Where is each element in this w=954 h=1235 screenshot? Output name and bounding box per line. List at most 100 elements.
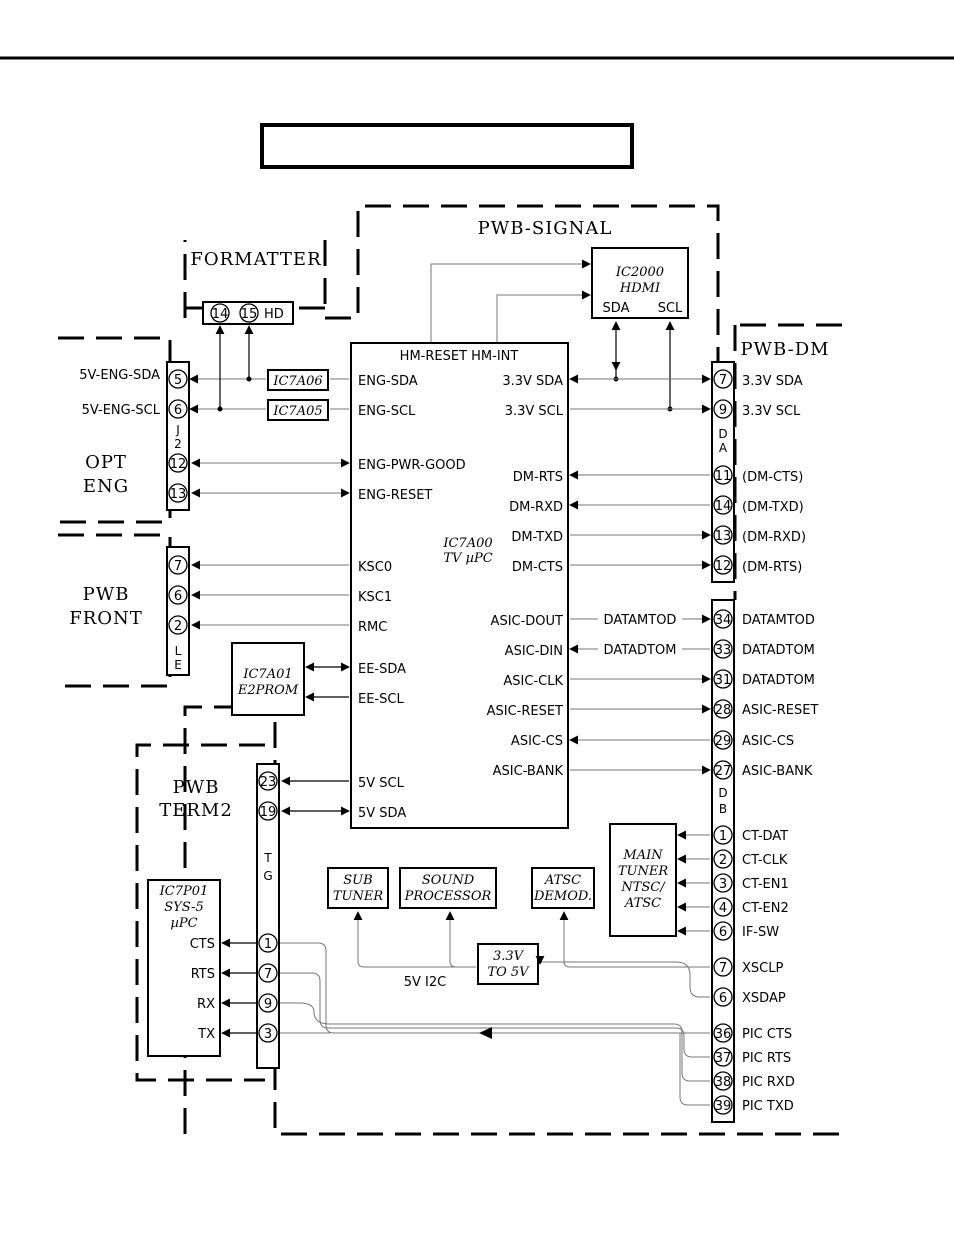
main-pin-dm-txd: DM-TXD [511, 530, 563, 545]
dm-lines [569, 374, 711, 570]
main-tuner-label-3: NTSC/ [620, 880, 666, 895]
db-label-ct-dat: CT-DAT [742, 829, 788, 844]
pwb-front-region [58, 533, 172, 688]
sound-processor-label-2: PROCESSOR [404, 889, 492, 904]
j2-pin-13: 13 [170, 487, 187, 502]
tuner-lines [677, 830, 710, 936]
da-pin-9: 9 [719, 403, 727, 418]
e2prom-label-1: IC7A01 [242, 667, 292, 682]
hdmi-ic-label-1: IC2000 [615, 265, 664, 280]
j2-letter-2: 2 [174, 437, 182, 451]
db-labels: DATAMTOD DATADTOM DATADTOM ASIC-RESET AS… [742, 613, 818, 1114]
da-label-dm-rts: (DM-RTS) [742, 560, 802, 575]
da-letter-d: D [718, 427, 727, 441]
db-pin-34: 34 [715, 613, 732, 628]
main-pin-5v-scl: 5V SCL [358, 776, 405, 791]
db-pin-2: 2 [719, 853, 727, 868]
eng-lines [189, 325, 350, 498]
hd-pin-15-circle [239, 303, 259, 323]
ic7p01-pin-rts: RTS [191, 967, 215, 982]
le-pin-2: 2 [174, 619, 182, 634]
main-pin-asic-din: ASIC-DIN [505, 644, 563, 659]
main-pin-dm-cts: DM-CTS [512, 560, 563, 575]
e2prom-label-2: E2PROM [237, 683, 299, 698]
hd-pin-15: 15 [241, 307, 258, 322]
level-converter-label-1: 3.3V [493, 949, 525, 964]
hd-pin-14-circle [210, 303, 230, 323]
main-ic-label-2: TV µPC [443, 551, 492, 566]
opt-eng-label-2: ENG [83, 476, 129, 497]
tg-pin-23: 23 [260, 775, 277, 790]
db-label-ct-en2: CT-EN2 [742, 901, 789, 916]
main-pin-eng-sda: ENG-SDA [358, 374, 418, 389]
main-tuner-label-2: TUNER [618, 864, 668, 879]
da-pin-7: 7 [719, 373, 727, 388]
main-pin-5v-sda: 5V SDA [358, 806, 406, 821]
sound-processor-label-1: SOUND [422, 873, 475, 888]
ic7a06-box [267, 369, 329, 391]
tg-connector [256, 763, 280, 1069]
da-label-3v3-sda: 3.3V SDA [742, 374, 803, 389]
main-ic-label-1: IC7A00 [442, 536, 492, 551]
db-pin-29: 29 [715, 734, 732, 749]
sub-tuner-box [327, 867, 389, 909]
level-converter-label-2: TO 5V [487, 965, 530, 980]
le-connector [166, 546, 190, 676]
main-pin-asic-cs: ASIC-CS [511, 734, 563, 749]
db-pin-37: 37 [715, 1051, 732, 1066]
db-pin-27: 27 [715, 764, 732, 779]
db-pin-31: 31 [715, 673, 732, 688]
le-letter-e: E [174, 658, 182, 672]
da-labels: 3.3V SDA 3.3V SCL (DM-CTS) (DM-TXD) (DM-… [742, 374, 806, 575]
db-label-xsclp: XSCLP [742, 961, 783, 976]
db-pins: 34 33 31 28 29 27 1 2 3 4 6 7 6 36 37 38… [713, 609, 733, 1115]
tg-pin-1: 1 [264, 937, 272, 952]
main-pin-ksc1: KSC1 [358, 590, 392, 605]
hdmi-ic-box [591, 247, 689, 319]
bus-label-datamtod: DATAMTOD [604, 613, 677, 628]
formatter-label: FORMATTER [190, 249, 321, 270]
pwb-term2-region [135, 743, 265, 1082]
main-pin-ksc0: KSC0 [358, 560, 392, 575]
j2-pin-6: 6 [174, 403, 182, 418]
hm-int-line [496, 290, 591, 343]
db-label-datamtod: DATAMTOD [742, 613, 815, 628]
ic7p01-pin-tx: TX [197, 1027, 215, 1042]
ic7p01-pin-rx: RX [197, 997, 215, 1012]
j2-pins: 5 6 12 13 [168, 369, 188, 503]
db-label-datadtom-31: DATADTOM [742, 673, 815, 688]
db-pin-3: 3 [719, 877, 727, 892]
da-label-dm-cts: (DM-CTS) [742, 470, 803, 485]
db-pin-6b: 6 [719, 991, 727, 1006]
main-pin-eng-scl: ENG-SCL [358, 404, 416, 419]
tg-pin-9: 9 [264, 997, 272, 1012]
main-pin-asic-dout: ASIC-DOUT [491, 614, 564, 629]
hdmi-sda-label: SDA [603, 301, 630, 316]
hdmi-scl-label: SCL [658, 301, 683, 316]
da-pin-12: 12 [715, 559, 732, 574]
hd-pin-14: 14 [212, 307, 229, 322]
db-pin-38: 38 [715, 1075, 732, 1090]
ic7a05-box [267, 399, 329, 421]
db-pin-39: 39 [715, 1099, 732, 1114]
db-pin-33: 33 [715, 643, 732, 658]
main-pin-asic-bank: ASIC-BANK [493, 764, 564, 779]
i2c-label: 5V I2C [404, 975, 446, 990]
main-pin-ee-scl: EE-SCL [358, 692, 404, 707]
da-letter-a: A [719, 441, 728, 455]
db-pin-6a: 6 [719, 925, 727, 940]
e2prom-box [231, 642, 305, 716]
main-ic-box [350, 342, 569, 829]
db-label-asic-reset: ASIC-RESET [742, 703, 818, 718]
main-ic-top-label: HM-RESET HM-INT [400, 349, 519, 364]
db-pin-7: 7 [719, 961, 727, 976]
ic7p01-label-2: SYS-5 [164, 900, 204, 915]
da-label-dm-rxd: (DM-RXD) [742, 530, 806, 545]
tg-pin-19: 19 [260, 805, 277, 820]
asic-lines [569, 614, 711, 775]
hm-reset-line [430, 259, 591, 343]
title-box [260, 123, 634, 169]
level-converter-box [477, 943, 539, 985]
main-pin-dm-rts: DM-RTS [513, 470, 563, 485]
j2-pin-12: 12 [170, 457, 187, 472]
